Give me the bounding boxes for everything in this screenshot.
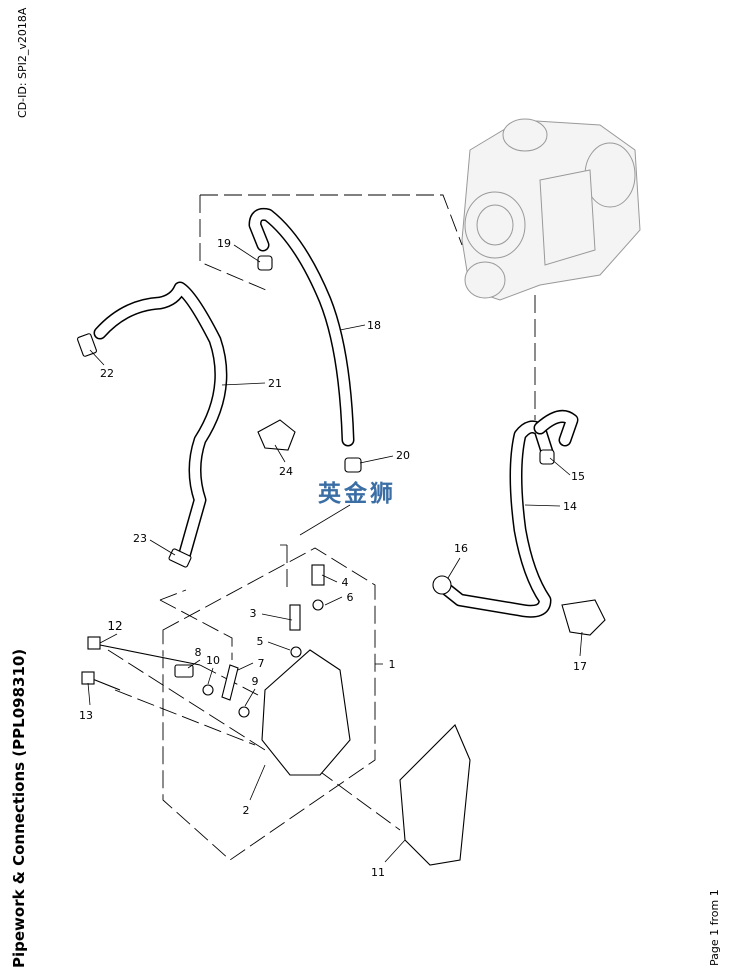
hose-21 — [93, 281, 228, 560]
callout-6: 6 — [347, 591, 354, 604]
callout-11: 11 — [371, 866, 385, 879]
callout-22: 22 — [100, 367, 114, 380]
callout-21: 21 — [268, 377, 282, 390]
callout-16: 16 — [454, 542, 468, 555]
turbocharger — [461, 118, 641, 301]
callout-7: 7 — [258, 657, 265, 670]
callout-5: 5 — [257, 635, 264, 648]
callout-15: 15 — [571, 470, 585, 483]
sleeve-23 — [168, 548, 192, 568]
callout-13: 13 — [79, 709, 93, 722]
callout-2: 2 — [243, 804, 250, 817]
leader-lines — [87, 244, 583, 863]
callout-23: 23 — [133, 532, 147, 545]
bolt-4 — [311, 564, 325, 586]
callout-20: 20 — [396, 449, 410, 462]
callout-3: 3 — [250, 607, 257, 620]
bolt-13-head — [81, 671, 95, 685]
washer-10 — [202, 684, 214, 696]
callout-12: 12 — [107, 619, 122, 633]
clip-24 — [257, 419, 296, 451]
clamp-20 — [344, 457, 362, 473]
clip-17 — [561, 599, 606, 636]
callout-1: 1 — [389, 658, 396, 671]
assembly-lines — [107, 194, 536, 861]
bolt-12 — [89, 639, 201, 666]
callout-24: 24 — [279, 465, 293, 478]
hose-14 — [438, 409, 579, 618]
bolt-13 — [89, 677, 121, 691]
pipe-7 — [221, 664, 239, 701]
clamp-15 — [539, 449, 555, 465]
callout-labels: 19 22 21 18 24 20 15 14 16 17 23 4 6 3 5… — [79, 237, 587, 879]
washer-6 — [312, 599, 324, 611]
housing-1 — [261, 649, 351, 776]
gasket-11 — [399, 724, 471, 866]
callout-8: 8 — [195, 646, 202, 659]
callout-4: 4 — [342, 576, 349, 589]
watermark: 英金狮 — [318, 481, 396, 507]
hose-18 — [248, 208, 355, 447]
callout-19: 19 — [217, 237, 231, 250]
bolt-12-head — [87, 636, 101, 650]
parts — [77, 255, 606, 866]
washer-5 — [290, 646, 302, 658]
callout-18: 18 — [367, 319, 381, 332]
union-3 — [289, 604, 301, 631]
sleeve-22 — [77, 333, 97, 357]
clamp-16 — [432, 575, 452, 595]
clamp-19 — [257, 255, 273, 271]
callout-9: 9 — [252, 675, 259, 688]
callout-14: 14 — [563, 500, 577, 513]
callout-17: 17 — [573, 660, 587, 673]
washer-9 — [238, 706, 250, 718]
callout-10: 10 — [206, 654, 220, 667]
